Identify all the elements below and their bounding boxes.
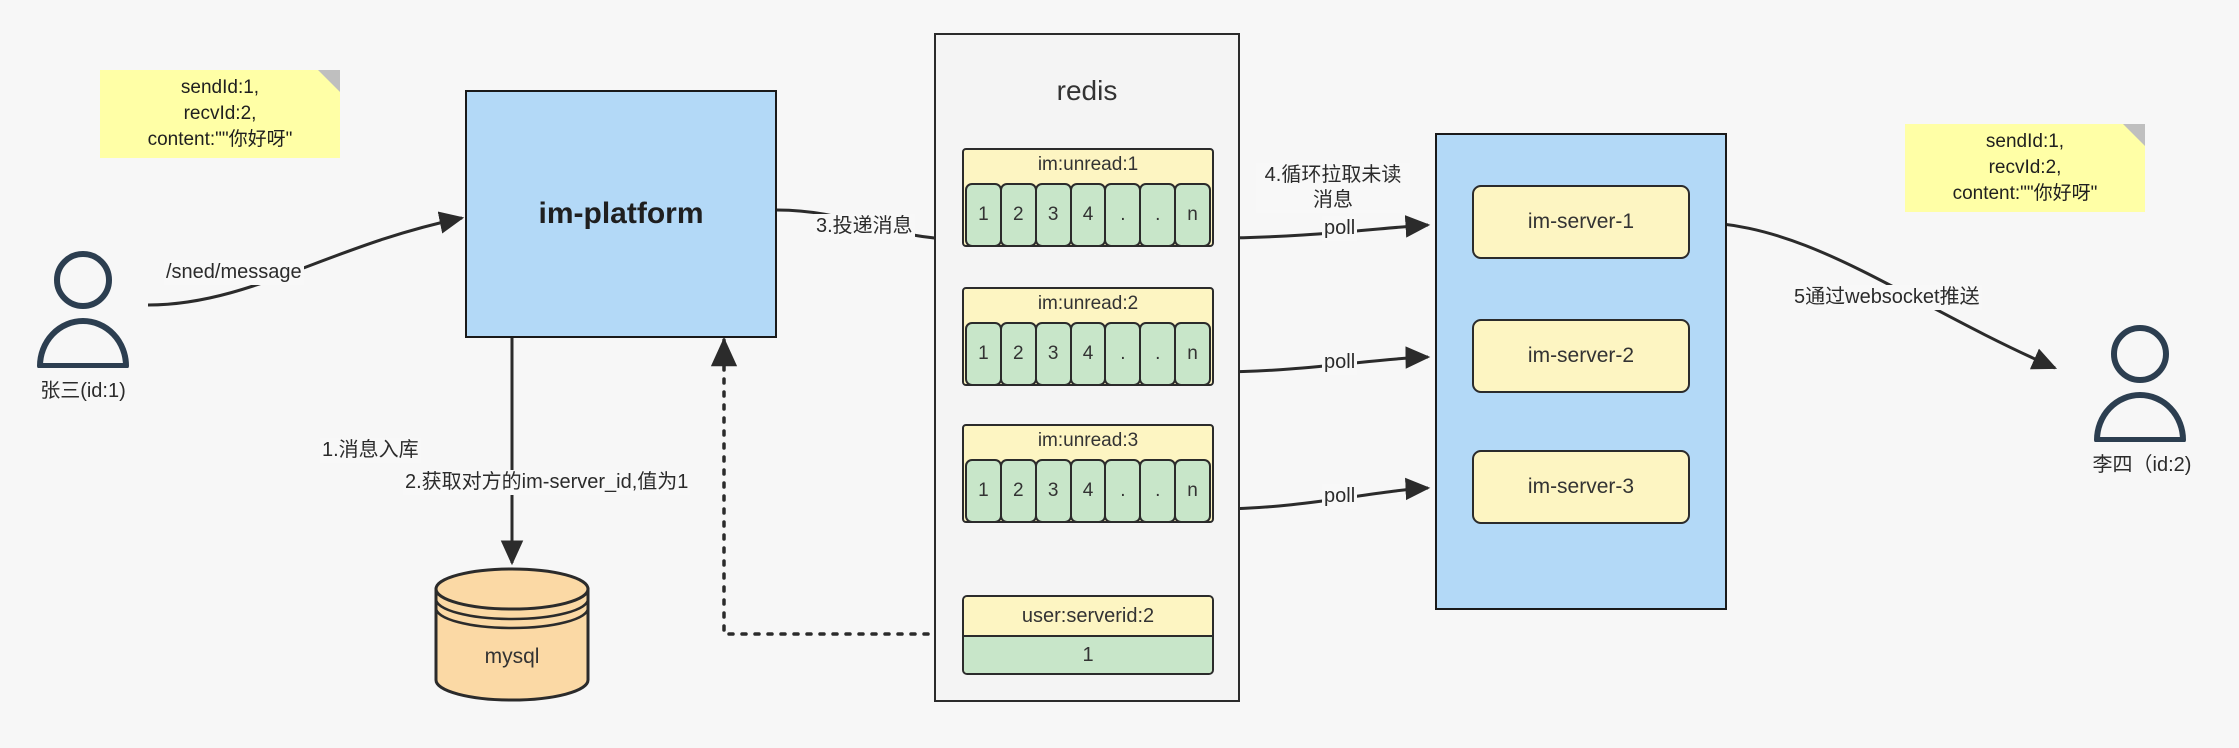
redis-queue-im-unread-3[interactable]: im:unread:3 1 2 3 4 . . n	[962, 424, 1214, 523]
queue-cell: 1	[965, 322, 1002, 386]
user-icon	[2094, 325, 2186, 443]
redis-queue-1-cells: 1 2 3 4 . . n	[965, 183, 1212, 247]
note-right-line-1: sendId:1,	[1985, 131, 2065, 152]
queue-cell: n	[1174, 322, 1212, 386]
queue-cell: 3	[1034, 322, 1072, 386]
edge-label-poll-2: poll	[1322, 350, 1358, 375]
queue-cell: .	[1139, 183, 1177, 247]
queue-cell: .	[1139, 459, 1177, 523]
queue-cell: 2	[999, 322, 1037, 386]
redis-queue-2-key: im:unread:2	[1037, 293, 1139, 314]
im-server-2-label: im-server-2	[1527, 344, 1635, 367]
mysql-label: mysql	[484, 645, 540, 668]
note-left-line-1: sendId:1,	[180, 77, 260, 98]
queue-cell: 3	[1034, 183, 1072, 247]
note-fold-corner-icon	[2123, 124, 2145, 146]
queue-cell: n	[1174, 183, 1212, 247]
actor-receiver	[2085, 322, 2195, 443]
queue-cell: n	[1174, 459, 1212, 523]
note-right-message-payload: sendId:1, recvId:2, content:""你好呀"	[1905, 124, 2145, 212]
edge-label-poll-3: poll	[1322, 484, 1358, 509]
edge-label-step2: 2.获取对方的im-server_id,值为1	[403, 470, 691, 495]
queue-cell: 3	[1034, 459, 1072, 523]
queue-cell: .	[1104, 322, 1142, 386]
redis-queue-2-cells: 1 2 3 4 . . n	[965, 322, 1212, 386]
queue-cell: 4	[1069, 459, 1107, 523]
im-server-2-box[interactable]: im-server-2	[1472, 319, 1690, 393]
redis-title: redis	[1056, 75, 1118, 106]
queue-cell: 1	[965, 183, 1002, 247]
note-left-line-2: recvId:2,	[183, 103, 257, 124]
actor-sender-label: 张三(id:1)	[40, 380, 126, 402]
edge-label-send-message: /sned/message	[164, 260, 304, 285]
redis-queue-3-cells: 1 2 3 4 . . n	[965, 459, 1212, 523]
user-icon	[37, 251, 129, 369]
redis-kv-user-serverid[interactable]: user:serverid:2 1	[962, 595, 1214, 675]
queue-cell: .	[1104, 459, 1142, 523]
note-fold-corner-icon	[318, 70, 340, 92]
im-server-3-box[interactable]: im-server-3	[1472, 450, 1690, 524]
queue-cell: 2	[999, 183, 1037, 247]
queue-cell: 2	[999, 459, 1037, 523]
edge-label-step5: 5通过websocket推送	[1792, 285, 1982, 310]
redis-kv-key: user:serverid:2	[964, 597, 1212, 637]
edge-label-poll-1: poll	[1322, 216, 1358, 241]
note-left-line-3: content:""你好呀"	[147, 129, 293, 150]
redis-queue-3-key: im:unread:3	[1037, 430, 1139, 451]
redis-queue-1-key: im:unread:1	[1037, 154, 1139, 175]
im-platform-box[interactable]: im-platform	[465, 90, 777, 338]
edge-server1-to-receiver	[1689, 220, 2058, 370]
database-cylinder-icon	[434, 567, 590, 702]
queue-cell: 1	[965, 459, 1002, 523]
queue-cell: .	[1104, 183, 1142, 247]
note-right-line-2: recvId:2,	[1988, 157, 2062, 178]
queue-cell: 4	[1069, 183, 1107, 247]
queue-cell: .	[1139, 322, 1177, 386]
im-platform-label: im-platform	[538, 197, 704, 230]
edge-label-step3: 3.投递消息	[814, 214, 915, 239]
edge-label-step1: 1.消息入库	[320, 438, 421, 463]
im-server-3-label: im-server-3	[1527, 475, 1635, 498]
queue-cell: 4	[1069, 322, 1107, 386]
actor-receiver-label: 李四（id:2)	[2092, 454, 2192, 476]
note-right-line-3: content:""你好呀"	[1952, 183, 2098, 204]
redis-queue-im-unread-1[interactable]: im:unread:1 1 2 3 4 . . n	[962, 148, 1214, 247]
edge-label-step4: 4.循环拉取未读消息	[1256, 163, 1410, 213]
im-server-1-box[interactable]: im-server-1	[1472, 185, 1690, 259]
im-server-1-label: im-server-1	[1527, 210, 1635, 233]
redis-kv-value: 1	[964, 637, 1212, 673]
note-left-message-payload: sendId:1, recvId:2, content:""你好呀"	[100, 70, 340, 158]
mysql-database[interactable]: mysql	[432, 567, 592, 702]
actor-sender	[28, 248, 138, 369]
redis-queue-im-unread-2[interactable]: im:unread:2 1 2 3 4 . . n	[962, 287, 1214, 386]
